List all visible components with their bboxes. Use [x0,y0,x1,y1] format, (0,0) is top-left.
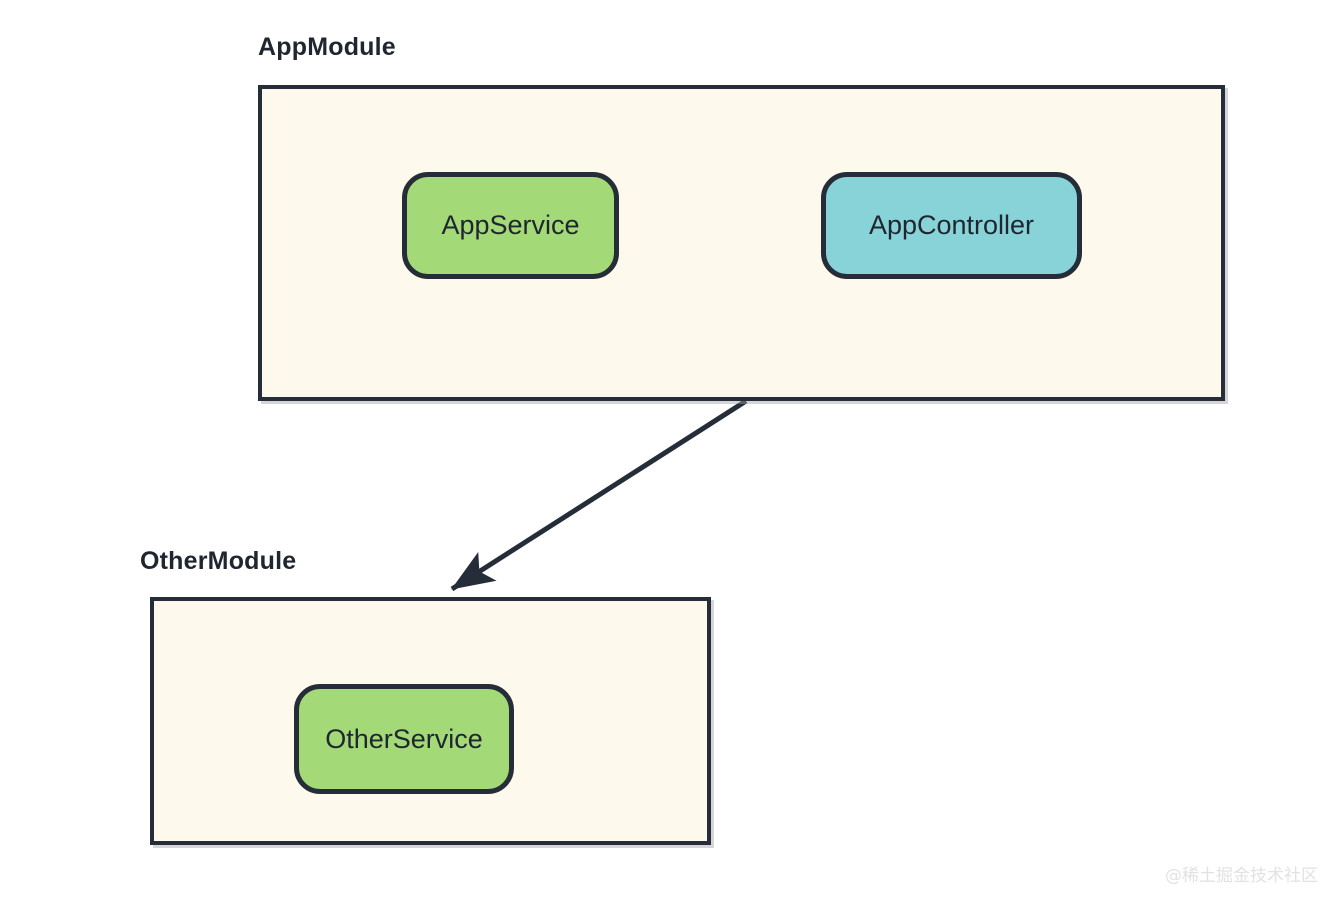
node-app-controller[interactable]: AppController [821,172,1082,279]
module-container-other-module[interactable]: OtherService [150,597,711,845]
node-label-app-controller: AppController [868,210,1035,240]
node-label-app-service: AppService [441,210,580,240]
node-app-service[interactable]: AppService [402,172,619,279]
module-title-other-module: OtherModule [140,547,297,575]
module-title-app-module: AppModule [258,33,396,61]
node-label-other-service: OtherService [325,723,483,754]
node-other-service[interactable]: OtherService [294,684,514,794]
module-container-app-module[interactable]: AppService AppController [258,85,1225,401]
edge-appmodule-to-othermodule [450,398,748,592]
watermark-text: @稀土掘金技术社区 [1165,866,1318,886]
